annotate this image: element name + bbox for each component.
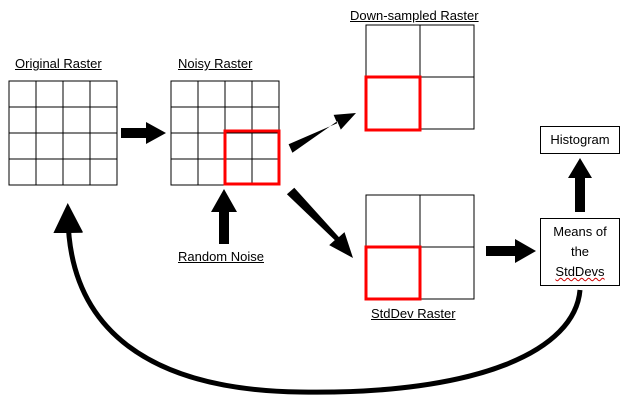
arrow-noisy-to-downsampled — [288, 113, 356, 153]
arrow-noise-to-noisy — [211, 189, 237, 244]
arrow-stddev-to-means — [486, 239, 536, 263]
noisy-raster-highlight — [223, 129, 281, 186]
feedback-curve-arrow — [53, 203, 583, 395]
label-stddev-raster: StdDev Raster — [371, 306, 456, 321]
means-label-line1: Means of — [553, 224, 607, 239]
downsampled-raster-highlight — [364, 75, 422, 132]
label-random-noise: Random Noise — [178, 249, 264, 264]
original-raster-grid — [8, 80, 118, 186]
histogram-box: Histogram — [540, 126, 620, 154]
histogram-label: Histogram — [550, 132, 610, 147]
stddev-raster-highlight — [364, 245, 422, 301]
means-label-line3: StdDevs — [555, 264, 605, 279]
label-original-raster: Original Raster — [15, 56, 102, 71]
label-downsampled-raster: Down-sampled Raster — [350, 8, 479, 23]
means-label-line2: the — [570, 244, 590, 259]
means-of-stddevs-box: Means of the StdDevs — [540, 218, 620, 286]
arrow-original-to-noisy — [121, 122, 166, 144]
label-noisy-raster: Noisy Raster — [178, 56, 253, 71]
arrow-means-to-histogram — [568, 158, 592, 212]
arrow-noisy-to-stddev — [286, 187, 353, 258]
